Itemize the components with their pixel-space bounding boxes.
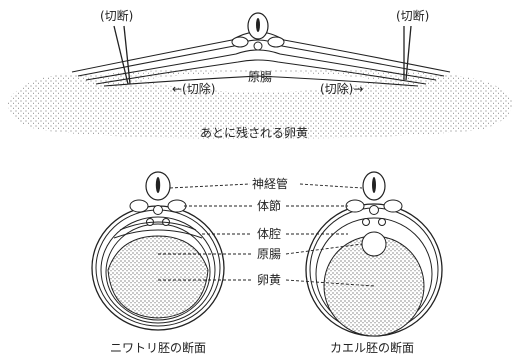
chick-yolk [108, 236, 208, 318]
chick-section [92, 172, 224, 330]
caption-frog: カエル胚の断面 [328, 341, 416, 355]
gut-label-top: 原腸 [246, 70, 274, 84]
frog-section [306, 172, 442, 336]
top-neural-tube [232, 13, 284, 50]
label-somite: 体節 [255, 199, 283, 213]
label-yolk: 卵黄 [255, 273, 283, 287]
label-coelom: 体腔 [255, 227, 283, 241]
cut-label-right: (切断) [394, 9, 431, 23]
caption-chick: ニワトリ胚の断面 [108, 341, 208, 355]
cut-line-right [406, 26, 411, 80]
remove-label-right: (切除)→ [318, 82, 365, 96]
label-gut: 原腸 [255, 247, 283, 261]
remove-label-left: ←(切除) [170, 82, 217, 96]
yolk-caption: あとに残される卵黄 [198, 126, 310, 140]
label-neural-tube: 神経管 [250, 177, 290, 191]
frog-gut [362, 232, 386, 256]
cut-label-left: (切断) [98, 9, 135, 23]
